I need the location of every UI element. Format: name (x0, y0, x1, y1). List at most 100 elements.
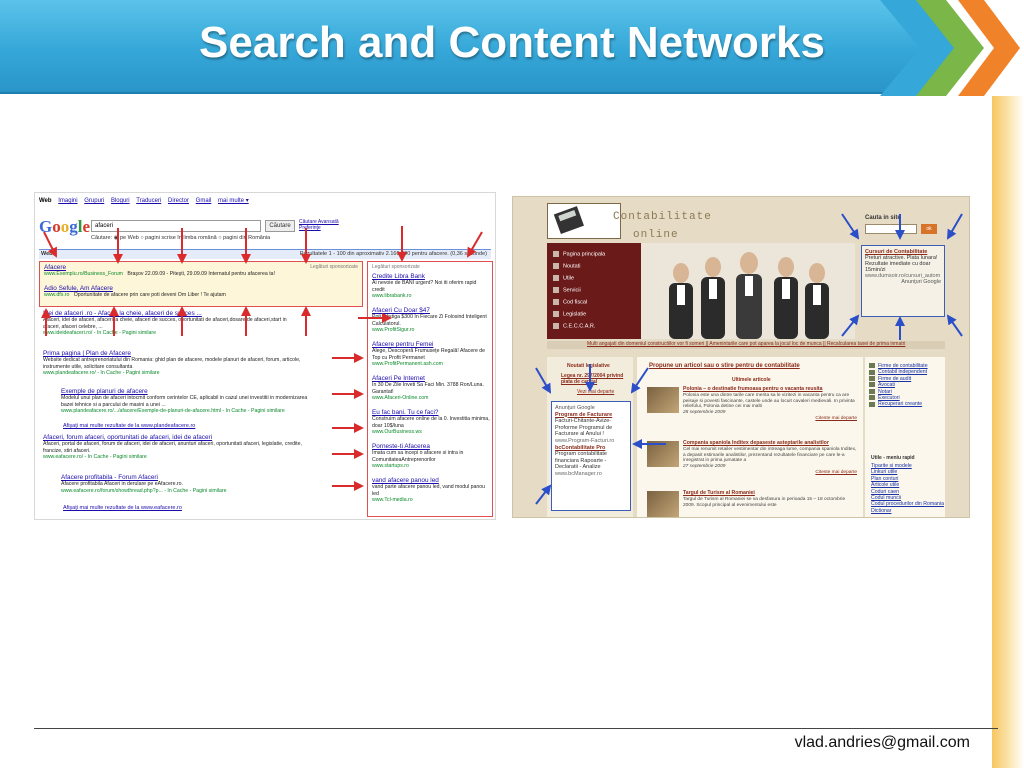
menu-item[interactable]: Servicii (553, 287, 581, 293)
right-ad[interactable]: Porneste-ti Afacerea Imata cum sa incepi… (372, 443, 490, 470)
quick-menu-link[interactable]: Dictionar (871, 507, 892, 514)
read-more-link[interactable]: Citeste mai departe (815, 469, 857, 475)
legislative-more-link[interactable]: Vezi mai departe (577, 389, 615, 395)
more-results-link[interactable]: Afişaţi mai multe rezultate de la www.ea… (63, 505, 182, 511)
menu-item[interactable]: Cod fiscal (553, 299, 587, 305)
right-ad[interactable]: Afaceri Cu Doar $47 Poţi Câştiga $300 în… (372, 307, 490, 334)
menu-item[interactable]: Pagina principala (553, 251, 605, 257)
quick-menu-link[interactable]: Articole utile (871, 482, 900, 489)
calculator-logo-icon (547, 203, 621, 239)
result-desc: Afaceri, idei de afaceri, afaceri la che… (43, 317, 287, 330)
side-accent-bar (992, 96, 1024, 768)
quick-menu-link[interactable]: Codul muncii (871, 495, 901, 502)
ad-title[interactable]: Afaceri Cu Doar $47 (372, 307, 430, 314)
directory-link[interactable]: Contabil independent (869, 369, 945, 375)
ad-title[interactable]: Afacere pentru Femei (372, 341, 434, 348)
bullet-icon (553, 323, 559, 329)
nav-gmail[interactable]: Gmail (195, 198, 212, 204)
ad-title[interactable]: Adio Sefule, Am Afacere (44, 285, 113, 292)
menu-item[interactable]: Legislatie (553, 311, 586, 317)
ads-by-google-badge[interactable]: Anunţuri Google (901, 279, 941, 285)
search-input[interactable]: afaceri (91, 220, 261, 232)
quick-menu-link[interactable]: Tiparite si modele (871, 463, 912, 469)
directory-column: Firme de contabilitate Contabil independ… (865, 357, 945, 517)
quick-menu-link[interactable]: Plan conturi (871, 475, 899, 482)
news-ticker[interactable]: Multi angajati din domeniul constructiil… (547, 341, 945, 349)
quick-menu-link[interactable]: Linkuri utile (871, 469, 898, 476)
content-ad-top[interactable]: Cursuri de Contabilitate Preturi atracti… (861, 245, 945, 317)
nav-translate[interactable]: Traduceri (136, 198, 162, 204)
advanced-search-link[interactable]: Căutare Avansată Preferinţe (299, 219, 339, 231)
directory-link[interactable]: Firme de audit (869, 376, 945, 382)
menu-item[interactable]: Noutati (553, 263, 580, 269)
directory-link[interactable]: Avocati (869, 382, 945, 388)
nav-directory[interactable]: Director (167, 198, 189, 204)
ad-title[interactable]: Program de Facturare (555, 411, 613, 418)
more-results-link[interactable]: Afişaţi mai multe rezultate de la www.pl… (63, 423, 196, 429)
search-scope-radios[interactable]: Căutare: ◉ pe Web ○ pagini scrise în lim… (91, 235, 271, 241)
article-item[interactable]: Targul de Turism al Romaniei Targul de T… (647, 490, 857, 517)
ad-title[interactable]: Afacere (44, 264, 67, 271)
article-title[interactable]: Polonia – o destinatie frumoasa pentru o… (683, 386, 823, 392)
quick-menu-link[interactable]: Coduri caen (871, 488, 899, 495)
article-thumbnail (647, 441, 679, 467)
right-ad[interactable]: Eu fac bani. Tu ce faci? Construim aface… (372, 409, 490, 436)
result-url: www.plandeafacere.ro/ - In Cache - Pagin… (43, 370, 160, 377)
directory-link[interactable]: Executori (869, 395, 945, 401)
directory-link[interactable]: Firme de contabilitate (869, 363, 945, 369)
article-title[interactable]: Targul de Turism al Romaniei (683, 490, 755, 496)
directory-link[interactable]: Notari (869, 389, 945, 395)
right-ad[interactable]: Afaceri Pe Internet In 30 De Zile Inveti… (372, 375, 490, 402)
nav-web[interactable]: Web (39, 198, 52, 204)
menu-item[interactable]: C.E.C.C.A.R. (553, 323, 595, 329)
result-title[interactable]: Prima pagina | Plan de Afacere (43, 350, 131, 357)
nav-images[interactable]: Imagini (58, 198, 78, 204)
google-logo[interactable]: Google (39, 217, 91, 236)
search-button[interactable]: Căutare (265, 220, 295, 232)
result-title[interactable]: Afaceri, forum afaceri, oportunitati de … (43, 434, 213, 441)
result-item[interactable]: Prima pagina | Plan de Afacere Website d… (43, 350, 303, 377)
right-ad[interactable]: vand afacere panou led vand parte afacer… (372, 477, 490, 504)
right-sponsored-box: Legături sponsorizate Credite Libra Bank… (367, 261, 493, 517)
legislative-news-item[interactable]: Legea nr. 297/2004 privind piata de capi… (561, 373, 624, 385)
menu-item[interactable]: Utile (553, 275, 574, 281)
ad-title[interactable]: vand afacere panou led (372, 477, 439, 484)
ad-url: www.bcManager.ro (555, 470, 602, 477)
ad-url: www.Tcl-media.ro (372, 497, 413, 504)
top-ad-2[interactable]: Adio Sefule, Am Afacere www.dfs.ro Oport… (44, 285, 354, 299)
result-title[interactable]: Exemple de planuri de afacere (61, 388, 148, 395)
right-ad[interactable]: Credite Libra Bank Ai nevoie de BANI urg… (372, 273, 490, 300)
result-url: www.plandeafacere.ro/.../afacere/Exemple… (61, 408, 285, 415)
top-ad-1[interactable]: Afacere www.Exemplu.ro/Business_Forum Br… (44, 264, 354, 278)
result-item[interactable]: Afacere profitabila - Forum Afaceri Afac… (61, 474, 311, 494)
article-title[interactable]: Compania spaniola Inditex depaseste aste… (683, 440, 829, 446)
nav-blogs[interactable]: Bloguri (110, 198, 130, 204)
site-search-input[interactable] (865, 224, 917, 234)
ad-title[interactable]: Eu fac bani. Tu ce faci? (372, 409, 439, 416)
result-item[interactable]: Idei de afaceri .ro - Afaceri la cheie, … (43, 310, 303, 337)
ad-title[interactable]: Porneste-ti Afacerea (372, 443, 430, 450)
propose-article-link[interactable]: Propune un articol sau o stire pentru de… (649, 363, 800, 369)
ad-desc: Alege, Descoperă Frumuseţe Regală! Aface… (372, 348, 486, 361)
result-title[interactable]: Afacere profitabila - Forum Afaceri (61, 474, 158, 481)
footer-email[interactable]: vlad.andries@gmail.com (794, 734, 970, 751)
ads-by-google-badge[interactable]: Anunţuri Google (555, 405, 595, 411)
ad-title[interactable]: Afaceri Pe Internet (372, 375, 425, 382)
ad-title[interactable]: bcContabilitate Pro (555, 444, 606, 451)
content-ad-left[interactable]: Anunţuri Google Program de Facturare Fac… (551, 401, 631, 511)
article-item[interactable]: Polonia – o destinatie frumoasa pentru o… (647, 386, 857, 422)
article-item[interactable]: Compania spaniola Inditex depaseste aste… (647, 440, 857, 476)
ad-desc: Imata cum sa incepi o afacere si intra i… (372, 450, 464, 463)
nav-more[interactable]: mai multe ▾ (218, 198, 249, 204)
site-search-button[interactable]: ok (921, 224, 937, 234)
nav-groups[interactable]: Grupuri (84, 198, 105, 204)
right-ad[interactable]: Afacere pentru Femei Alege, Descoperă Fr… (372, 341, 490, 368)
directory-link[interactable]: Recuperari creante (869, 401, 945, 407)
read-more-link[interactable]: Citeste mai departe (815, 415, 857, 421)
quick-menu-link[interactable]: Codul procedurilor din Romania (871, 501, 944, 508)
result-item[interactable]: Afaceri, forum afaceri, oportunitati de … (43, 434, 303, 461)
result-title[interactable]: Idei de afaceri .ro - Afaceri la cheie, … (43, 310, 202, 317)
ad-title[interactable]: Cursuri de Contabilitate (865, 249, 928, 255)
result-item[interactable]: Exemple de planuri de afacere Modelul un… (61, 388, 311, 415)
ad-title[interactable]: Credite Libra Bank (372, 273, 425, 280)
